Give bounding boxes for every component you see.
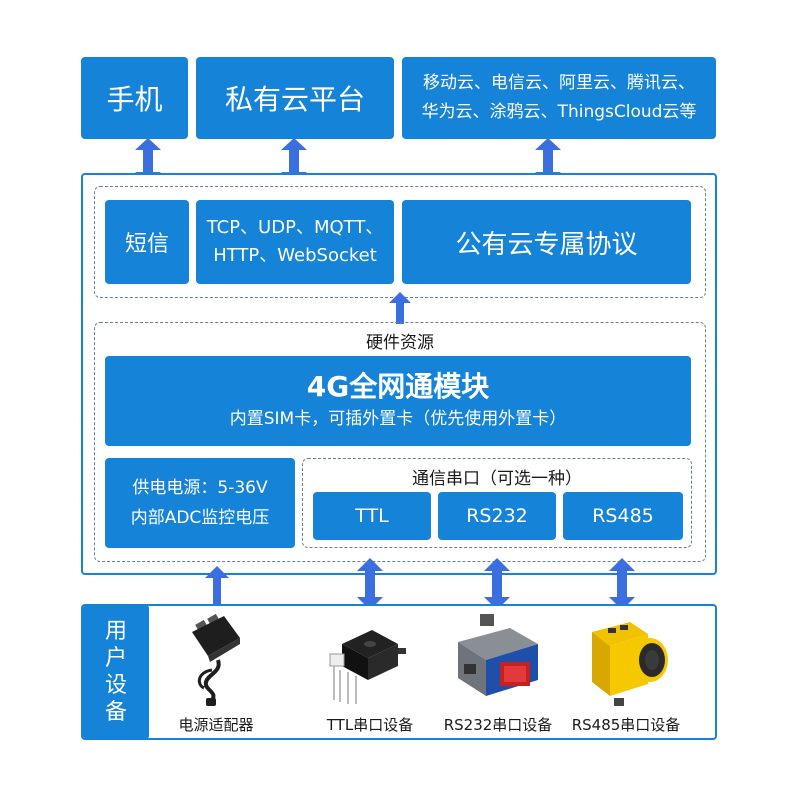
rs485-link-arrow xyxy=(609,558,635,610)
public-protocol-label: 公有云专属协议 xyxy=(455,229,638,260)
user-devices-char-2: 户 xyxy=(104,646,127,671)
rs232-device-image xyxy=(458,614,538,696)
power-up-arrow xyxy=(205,566,229,604)
power-line1: 供电电源：5-36V xyxy=(132,478,268,498)
4g-module-box: 4G全网通模块 内置SIM卡，可插外置卡（优先使用外置卡） xyxy=(105,356,691,446)
ttl-link-arrow xyxy=(357,558,383,610)
standard-protocols-box: TCP、UDP、MQTT、 HTTP、WebSocket xyxy=(196,200,394,284)
power-adapter-caption: 电源适配器 xyxy=(178,716,254,734)
4g-module-subtitle: 内置SIM卡，可插外置卡（优先使用外置卡） xyxy=(229,409,567,429)
user-devices-title-box: 用 户 设 备 xyxy=(83,606,149,738)
ttl-device-caption: TTL串口设备 xyxy=(326,716,414,734)
port-rs232: RS232 xyxy=(438,492,556,540)
port-ttl-label: TTL xyxy=(355,505,389,527)
ttl-device-image xyxy=(329,630,406,704)
rs485-device-image xyxy=(592,622,668,706)
standard-protocols-line1: TCP、UDP、MQTT、 xyxy=(206,217,384,238)
user-devices-char-4: 备 xyxy=(104,700,127,725)
private-cloud-link-arrow xyxy=(281,138,307,184)
phone-label: 手机 xyxy=(106,83,163,116)
port-rs485: RS485 xyxy=(563,492,683,540)
standard-protocols-line2: HTTP、WebSocket xyxy=(213,245,377,266)
sms-box: 短信 xyxy=(105,200,189,284)
public-clouds-line1: 移动云、电信云、阿里云、腾讯云、 xyxy=(423,73,695,93)
rs232-device-caption: RS232串口设备 xyxy=(443,716,553,734)
port-rs232-label: RS232 xyxy=(466,505,528,527)
user-devices-char-3: 设 xyxy=(104,673,127,698)
hardware-group xyxy=(94,322,706,562)
rs232-link-arrow xyxy=(484,558,510,610)
phone-link-arrow xyxy=(135,138,161,184)
public-protocol-box: 公有云专属协议 xyxy=(402,200,691,284)
hardware-title: 硬件资源 xyxy=(366,333,434,353)
power-box: 供电电源：5-36V 内部ADC监控电压 xyxy=(105,458,295,548)
user-devices-char-1: 用 xyxy=(104,619,127,644)
serial-title: 通信串口（可选一种） xyxy=(412,469,582,489)
phone-box: 手机 xyxy=(81,57,188,139)
port-rs485-label: RS485 xyxy=(592,505,654,527)
private-cloud-label: 私有云平台 xyxy=(224,83,365,116)
public-clouds-box: 移动云、电信云、阿里云、腾讯云、 华为云、涂鸦云、ThingsCloud云等 xyxy=(402,57,716,139)
hardware-to-protocol-arrow xyxy=(389,292,411,324)
public-clouds-line2: 华为云、涂鸦云、ThingsCloud云等 xyxy=(421,102,697,122)
sms-label: 短信 xyxy=(124,232,169,257)
power-adapter-image xyxy=(192,613,240,706)
rs485-device-caption: RS485串口设备 xyxy=(571,716,681,734)
port-ttl: TTL xyxy=(313,492,431,540)
4g-module-title: 4G全网通模块 xyxy=(306,370,490,403)
power-line2: 内部ADC监控电压 xyxy=(130,508,270,528)
public-cloud-link-arrow xyxy=(535,138,561,184)
serial-group xyxy=(302,458,692,548)
private-cloud-box: 私有云平台 xyxy=(196,57,394,139)
